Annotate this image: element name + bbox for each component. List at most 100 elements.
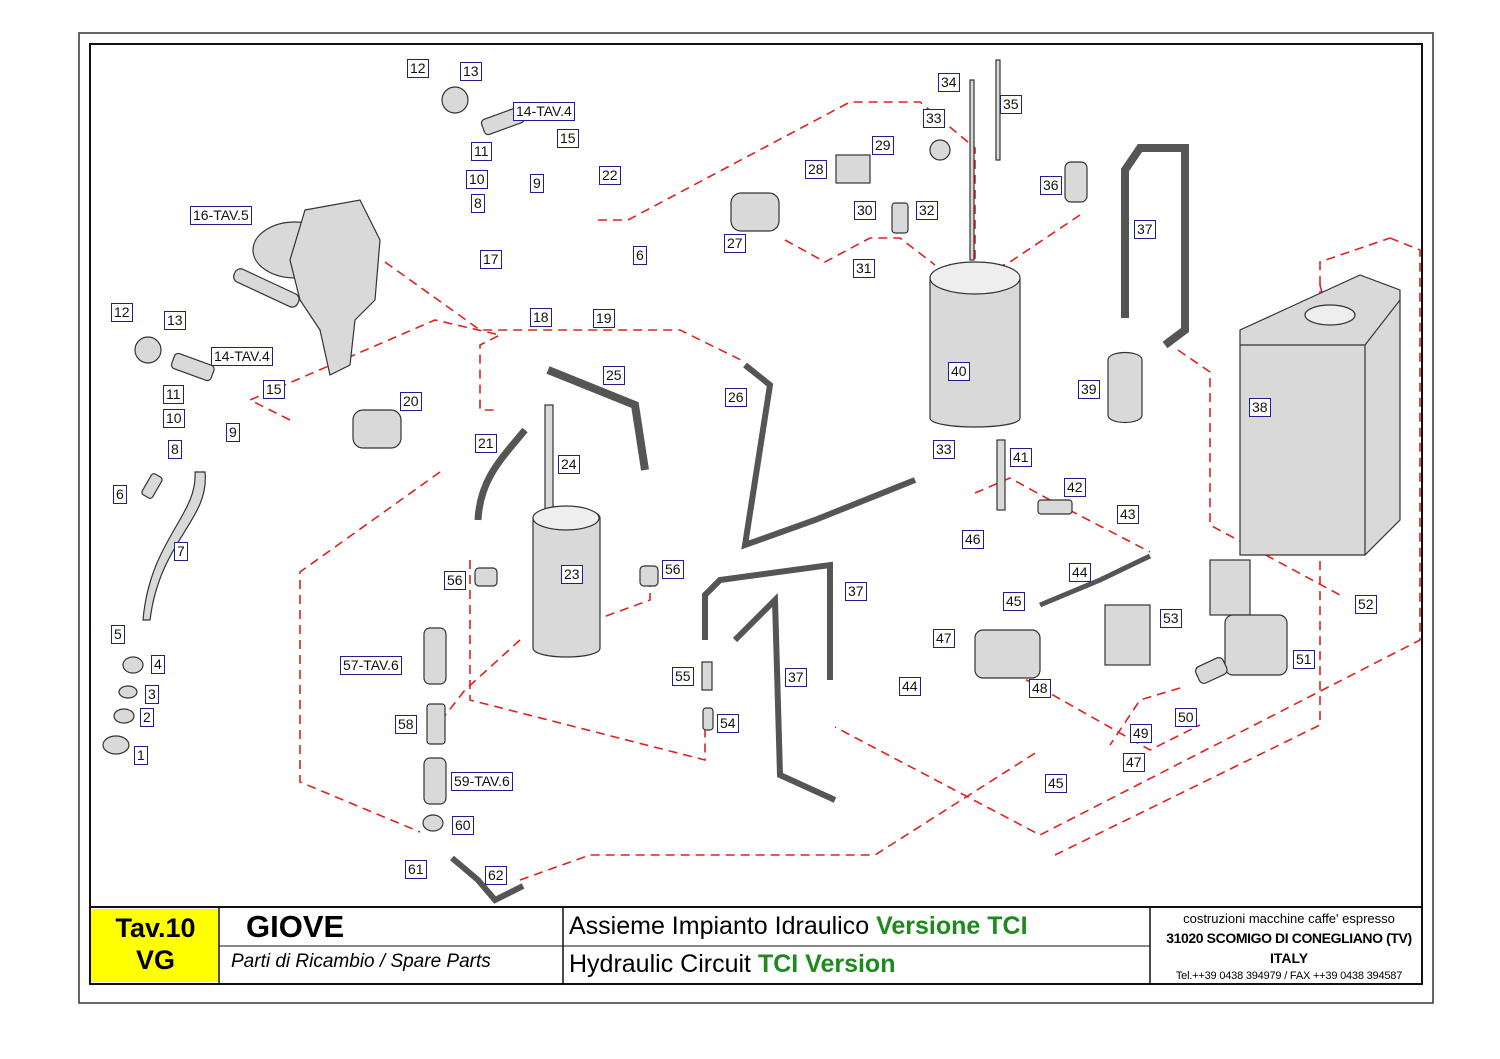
tab-box bbox=[91, 909, 218, 982]
callout-47-top: 47 bbox=[933, 629, 955, 648]
valve-59 bbox=[423, 757, 447, 805]
title-english: Hydraulic Circuit TCI Version bbox=[569, 950, 895, 979]
tube-41 bbox=[996, 439, 1006, 511]
callout-36: 36 bbox=[1040, 176, 1062, 195]
callout-20: 20 bbox=[400, 392, 422, 411]
pipe-25 bbox=[546, 366, 649, 471]
callout-55: 55 bbox=[672, 667, 694, 686]
steam-knob-top bbox=[441, 86, 469, 114]
pipe-21 bbox=[474, 427, 528, 521]
filter-39 bbox=[1107, 351, 1143, 424]
callout-28: 28 bbox=[805, 160, 827, 179]
callout-5: 5 bbox=[111, 625, 125, 644]
fitting-58 bbox=[426, 703, 446, 745]
tee-42 bbox=[1037, 499, 1073, 515]
bracket-28 bbox=[835, 154, 871, 184]
callout-9-top: 9 bbox=[530, 174, 544, 193]
callout-6-top: 6 bbox=[633, 246, 647, 265]
title-english-highlight: TCI Version bbox=[757, 950, 896, 978]
callout-1: 1 bbox=[134, 746, 148, 765]
callout-14-left: 14-TAV.4 bbox=[211, 347, 273, 366]
callout-54: 54 bbox=[717, 714, 739, 733]
steam-valve-left bbox=[170, 352, 215, 382]
callout-9-left: 9 bbox=[226, 423, 240, 442]
callout-6-left: 6 bbox=[113, 485, 127, 504]
callout-32: 32 bbox=[916, 201, 938, 220]
route-left-loop bbox=[299, 471, 441, 833]
callout-2: 2 bbox=[140, 708, 154, 727]
callout-21: 21 bbox=[475, 434, 497, 453]
callout-26: 26 bbox=[725, 388, 747, 407]
title-italian: Assieme Impianto Idraulico Versione TCI bbox=[569, 912, 1028, 941]
callout-56-right: 56 bbox=[662, 560, 684, 579]
valve-36 bbox=[1064, 161, 1088, 203]
callout-49: 49 bbox=[1130, 724, 1152, 743]
steam-knob-left bbox=[134, 336, 162, 364]
pipe-37-top bbox=[1121, 144, 1189, 349]
route-lower-mid bbox=[974, 477, 1151, 553]
callout-58: 58 bbox=[395, 715, 417, 734]
solenoid-20 bbox=[352, 409, 402, 449]
callout-33-top: 33 bbox=[923, 109, 945, 128]
callout-48: 48 bbox=[1029, 679, 1051, 698]
nozzle-4 bbox=[122, 656, 144, 674]
callout-30: 30 bbox=[854, 201, 876, 220]
callout-19: 19 bbox=[593, 309, 615, 328]
callout-12-top: 12 bbox=[407, 59, 429, 78]
pipe-26 bbox=[741, 362, 917, 550]
callout-46: 46 bbox=[962, 530, 984, 549]
route-pump bbox=[1109, 687, 1181, 746]
callout-10-left: 10 bbox=[163, 409, 185, 428]
callout-47-bottom: 47 bbox=[1123, 753, 1145, 772]
callout-15-left: 15 bbox=[263, 380, 285, 399]
callout-45-top: 45 bbox=[1003, 592, 1025, 611]
callout-44-right: 44 bbox=[1069, 563, 1091, 582]
tab-number: Tav.10 bbox=[115, 913, 196, 943]
callout-34: 34 bbox=[938, 73, 960, 92]
callout-37-low: 37 bbox=[785, 668, 807, 687]
callout-57: 57-TAV.6 bbox=[340, 656, 402, 675]
callout-10-top: 10 bbox=[466, 170, 488, 189]
route-small-left bbox=[439, 639, 521, 723]
route-mid-drop bbox=[469, 560, 706, 762]
callout-50: 50 bbox=[1175, 708, 1197, 727]
parts-sketch bbox=[102, 59, 1401, 904]
pipe-44 bbox=[1039, 553, 1152, 608]
fitting-56-right bbox=[639, 565, 659, 587]
nut-60 bbox=[422, 814, 444, 832]
callout-31: 31 bbox=[853, 259, 875, 278]
route-right-outer bbox=[834, 237, 1421, 836]
callout-29: 29 bbox=[872, 136, 894, 155]
route-bottom bbox=[519, 749, 1041, 881]
callout-13-top: 13 bbox=[460, 62, 482, 81]
callout-27: 27 bbox=[724, 234, 746, 253]
callout-12-left: 12 bbox=[111, 303, 133, 322]
bracket-53-b bbox=[1209, 559, 1251, 616]
callout-52: 52 bbox=[1355, 595, 1377, 614]
callout-18: 18 bbox=[530, 308, 552, 327]
title-english-prefix: Hydraulic Circuit bbox=[569, 950, 758, 978]
callout-42: 42 bbox=[1064, 478, 1086, 497]
pump-51 bbox=[1224, 614, 1288, 676]
callout-44-left: 44 bbox=[899, 677, 921, 696]
pipe-62 bbox=[450, 855, 525, 904]
phone-line: Tel.++39 0438 394979 / FAX ++39 0438 394… bbox=[1175, 970, 1403, 982]
fitting-56-left bbox=[474, 567, 498, 587]
callout-16: 16-TAV.5 bbox=[190, 206, 252, 225]
group-head bbox=[289, 199, 381, 376]
country-line: ITALY bbox=[1269, 950, 1309, 966]
route-top bbox=[598, 101, 976, 265]
callout-37-mid: 37 bbox=[845, 582, 867, 601]
valve-48 bbox=[974, 629, 1041, 679]
callout-11-left: 11 bbox=[163, 385, 184, 404]
callout-45-bottom: 45 bbox=[1045, 774, 1067, 793]
probe-34 bbox=[969, 79, 975, 261]
maker-line: costruzioni macchine caffe' espresso bbox=[1183, 911, 1395, 926]
callout-61: 61 bbox=[405, 860, 427, 879]
route-right-inner bbox=[1177, 349, 1341, 596]
title-italian-prefix: Assieme Impianto Idraulico bbox=[569, 912, 877, 940]
route-valve bbox=[999, 664, 1201, 751]
pipe-37-low bbox=[732, 592, 837, 803]
pipe-37-mid bbox=[702, 561, 833, 680]
cap-33-top bbox=[929, 139, 951, 161]
